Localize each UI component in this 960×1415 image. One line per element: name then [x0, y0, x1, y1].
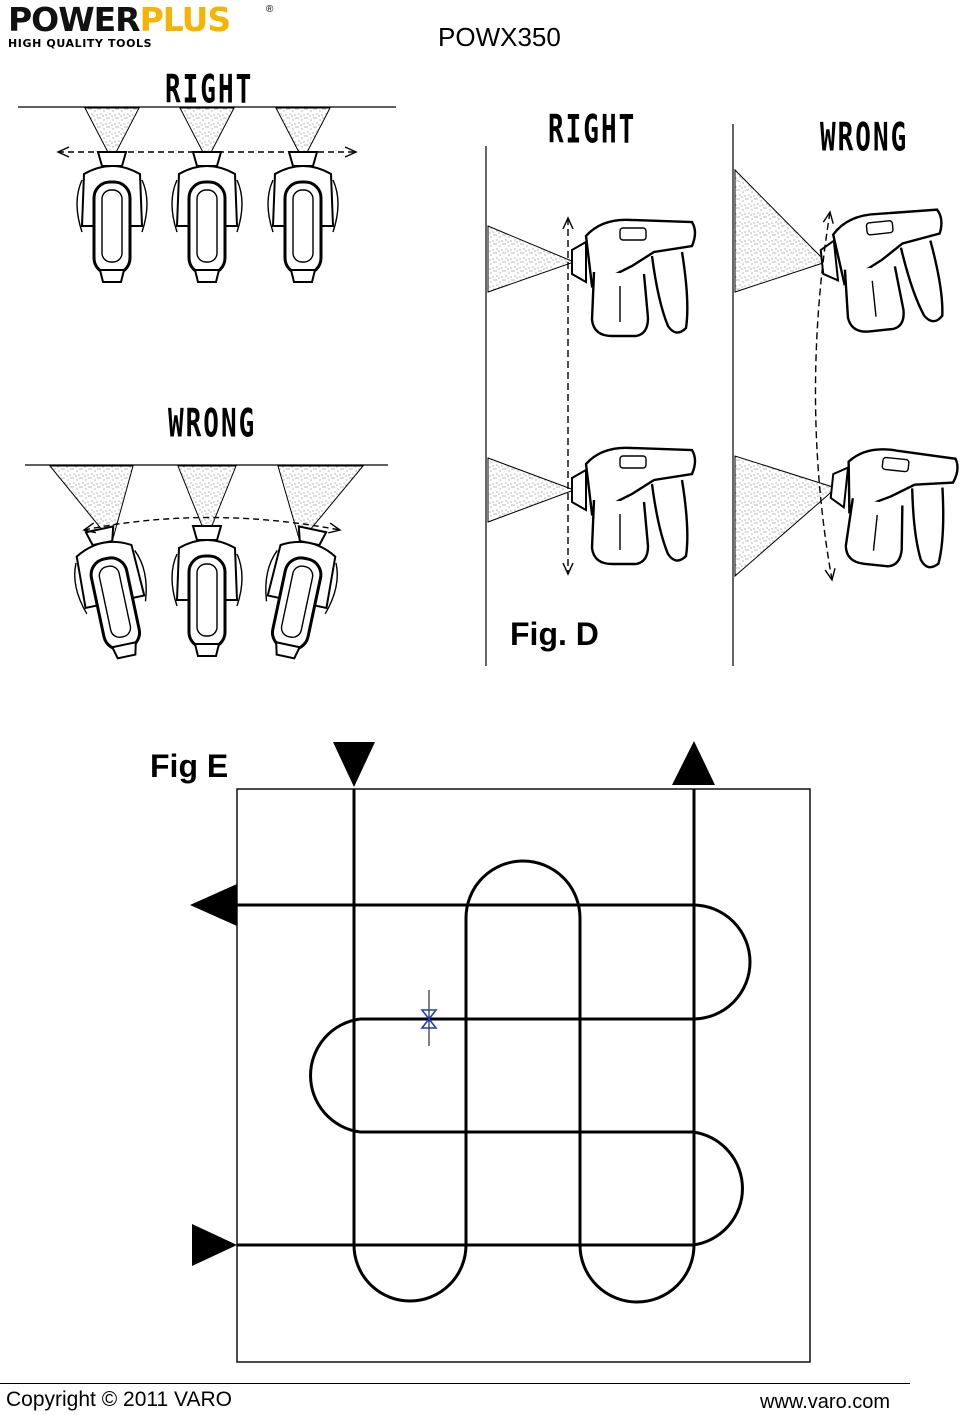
sprayer-side-left — [76, 179, 83, 233]
side-nozzle — [829, 465, 850, 510]
footer-website: www.varo.com — [760, 1391, 891, 1413]
text-cursor-icon — [402, 990, 458, 1046]
sprayer-side-left — [74, 562, 88, 615]
sprayer-nozzle — [191, 151, 223, 167]
side-nozzle — [571, 240, 587, 284]
sprayer-side-right — [141, 179, 148, 233]
sprayer-nozzle — [96, 151, 128, 167]
side-scale — [871, 280, 877, 317]
fig-d-artwork — [485, 124, 959, 666]
sprayer-side-right — [332, 179, 339, 233]
sprayer-end-cap — [110, 640, 137, 660]
fig-d-caption: Fig. D — [510, 616, 599, 652]
side-housing — [584, 446, 697, 516]
sprayer-side-left — [265, 550, 278, 602]
fig-d-right-cone-bottom — [487, 457, 576, 523]
side-handle — [899, 240, 944, 323]
arrow-right-icon — [192, 1224, 237, 1266]
label-right-fig-d: RIGHT — [548, 108, 637, 153]
side-handle — [650, 479, 689, 562]
side-housing — [584, 218, 697, 288]
sprayer-top-view-right-2 — [267, 151, 339, 283]
side-window — [865, 220, 894, 236]
label-right-top: RIGHT — [165, 68, 254, 113]
fig-e-spray-pattern — [190, 741, 811, 1363]
sprayer-end-cap — [98, 269, 126, 283]
powerplus-logo: POWERPLUS ® HIGH QUALITY TOOLS — [8, 2, 278, 50]
sprayer-end-cap — [275, 640, 302, 660]
arrow-left-icon — [190, 884, 237, 926]
fig-d-wrong-cone-top — [734, 168, 827, 293]
fig-e-panel — [236, 788, 811, 1363]
sprayer-side-view-right-top — [571, 218, 697, 338]
side-nozzle — [571, 468, 587, 512]
fig-d-right-cone-top — [487, 225, 576, 293]
sprayer-nozzle — [191, 525, 223, 541]
sprayer-body-inner — [98, 565, 132, 639]
movement-arrow-arc — [82, 516, 342, 534]
sprayer-end-cap — [193, 643, 221, 657]
arrow-up-icon — [672, 741, 715, 785]
model-number: POWX350 — [438, 22, 561, 52]
sprayer-side-left — [267, 179, 274, 233]
side-housing — [847, 448, 959, 514]
sprayer-top-view-right-1 — [171, 151, 243, 283]
sprayer-top-view-right-0 — [76, 151, 148, 283]
fig-d-wrong-arrow-arc — [814, 210, 836, 582]
sprayer-side-view-wrong-top — [819, 208, 944, 333]
sprayer-side-left — [171, 179, 178, 233]
fig-e-caption: Fig E — [150, 748, 229, 784]
arrow-down-icon — [333, 742, 375, 787]
sprayer-top-view-wrong-1 — [171, 525, 243, 657]
label-wrong-fig-d: WRONG — [820, 116, 909, 161]
side-window — [881, 456, 910, 473]
side-container — [844, 498, 904, 568]
logo-tagline: HIGH QUALITY TOOLS — [8, 37, 153, 50]
sprayer-side-right — [236, 179, 243, 233]
sprayer-body-inner — [280, 565, 314, 639]
sprayer-top-view-wrong-group — [25, 464, 388, 660]
sprayer-end-cap — [289, 269, 317, 283]
sprayer-body-inner — [101, 189, 123, 263]
sprayer-top-view-wrong-0 — [74, 525, 147, 660]
sprayer-body-inner — [196, 189, 218, 263]
footer-copyright: Copyright © 2011 VARO — [6, 1388, 232, 1411]
sprayer-side-left — [171, 553, 178, 607]
spray-cone-2 — [275, 107, 331, 162]
fig-d-wrong-cone-bottom — [734, 455, 837, 578]
sprayer-side-right — [236, 553, 243, 607]
side-scale — [872, 514, 878, 551]
side-handle — [910, 487, 945, 569]
sprayer-body-inner — [292, 189, 314, 263]
sprayer-side-right — [324, 562, 338, 615]
logo-plus: PLUS — [139, 0, 232, 39]
pass-row-3 — [309, 1017, 693, 1134]
sprayer-side-view-right-bottom — [571, 446, 697, 566]
sprayer-top-view-right-group — [18, 106, 396, 283]
spray-cone-wrong-1 — [177, 465, 237, 540]
side-housing — [831, 208, 943, 286]
side-window — [619, 455, 647, 469]
sprayer-nozzle — [287, 151, 319, 167]
sprayer-side-right — [134, 550, 147, 602]
logo-power: POWER — [8, 0, 141, 39]
pass-row-4 — [237, 1130, 744, 1247]
sprayer-side-view-wrong-bottom — [829, 448, 959, 569]
side-window — [619, 227, 647, 241]
pass-row-2 — [360, 903, 752, 1021]
logo-wordmark: POWERPLUS — [8, 2, 278, 38]
registered-mark: ® — [266, 4, 274, 15]
sprayer-body-inner — [196, 563, 218, 637]
pass-columns — [352, 789, 696, 1304]
footer-divider — [0, 1383, 910, 1384]
sprayer-top-view-wrong-2 — [265, 525, 338, 660]
side-handle — [650, 251, 689, 334]
label-wrong-bottom: WRONG — [168, 402, 257, 447]
sprayer-end-cap — [193, 269, 221, 283]
spray-cone-0 — [84, 107, 140, 162]
spray-cone-1 — [179, 107, 235, 162]
